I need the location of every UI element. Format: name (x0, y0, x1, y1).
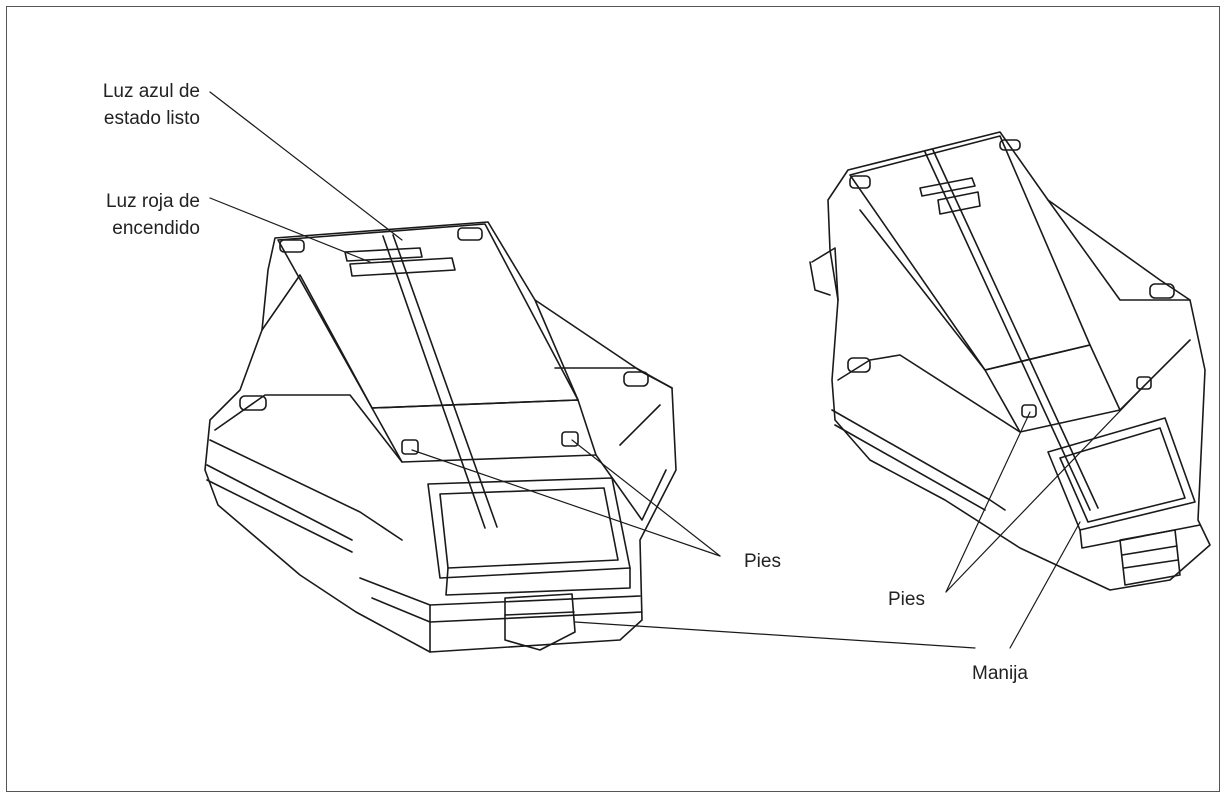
right-device (809, 131, 1211, 591)
label-red-power-light: Luz roja de encendido (105, 191, 200, 239)
label-handle: Manija (972, 663, 1028, 684)
label-blue-ready-light: Luz azul de estado listo (102, 81, 200, 129)
leader-lines (209, 91, 1146, 649)
diagram-frame (6, 6, 1220, 792)
label-feet-left: Pies (744, 551, 781, 572)
label-feet-right: Pies (888, 589, 925, 610)
left-device (204, 221, 677, 653)
